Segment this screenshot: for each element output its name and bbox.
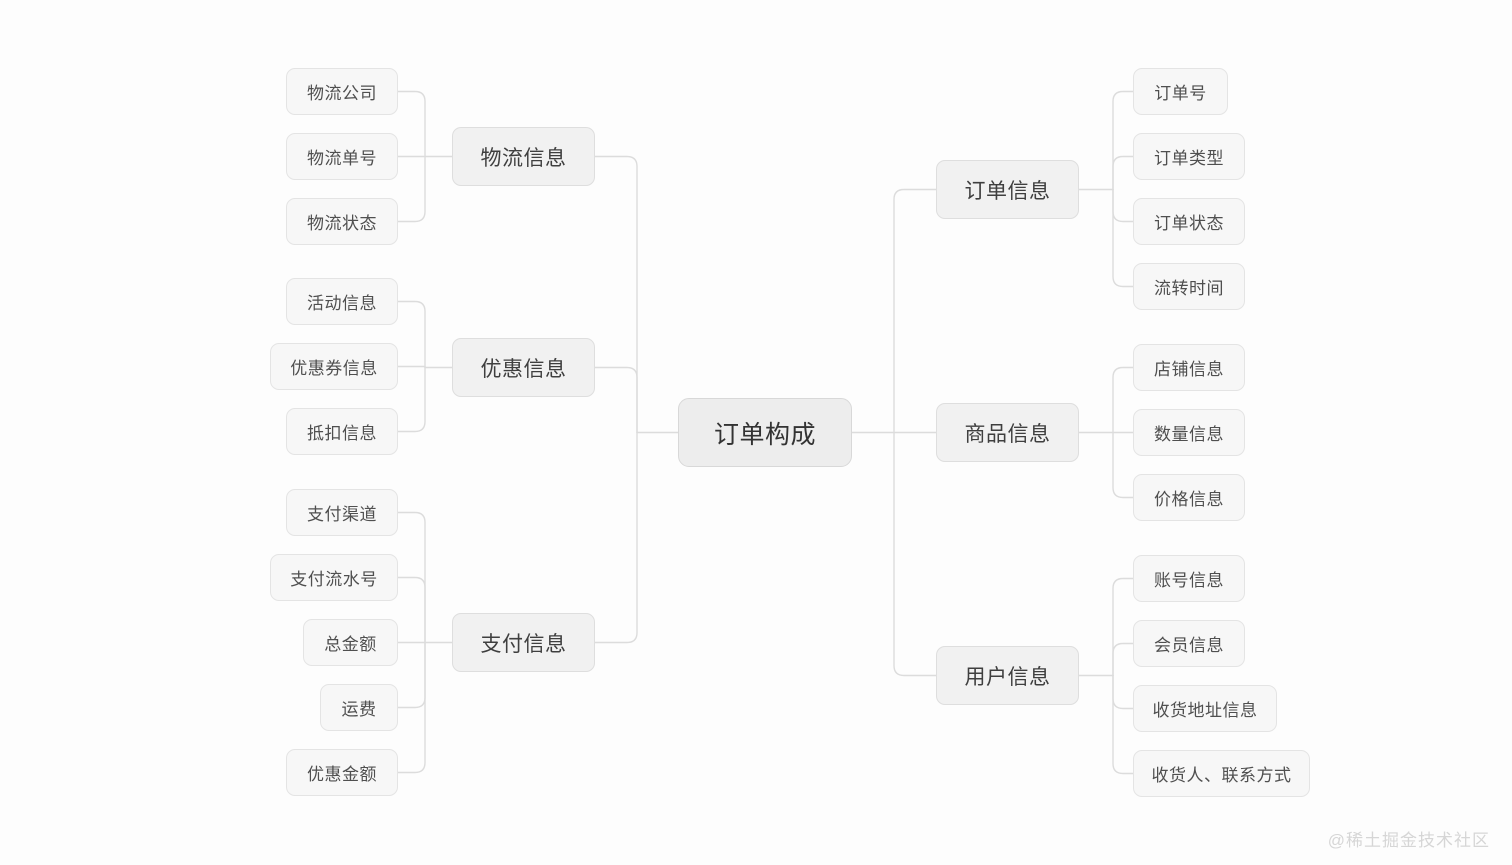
leaf-node-物流公司-label: 物流公司 bbox=[307, 84, 377, 103]
branch-node-支付信息[interactable]: 支付信息 bbox=[452, 613, 595, 672]
link-left-branch-0 bbox=[594, 155, 638, 434]
link-left-leaf-0-0 bbox=[397, 90, 426, 158]
branch-node-订单信息[interactable]: 订单信息 bbox=[936, 160, 1079, 219]
leaf-node-店铺信息[interactable]: 店铺信息 bbox=[1133, 344, 1245, 391]
branch-node-支付信息-label: 支付信息 bbox=[480, 632, 567, 656]
branch-node-商品信息-label: 商品信息 bbox=[964, 422, 1051, 446]
link-left-leaf-0-2 bbox=[397, 155, 426, 223]
branch-node-物流信息[interactable]: 物流信息 bbox=[452, 127, 595, 186]
leaf-node-支付流水号[interactable]: 支付流水号 bbox=[270, 554, 398, 601]
leaf-node-订单类型[interactable]: 订单类型 bbox=[1133, 133, 1245, 180]
leaf-node-抵扣信息[interactable]: 抵扣信息 bbox=[286, 408, 398, 455]
link-right-leaf-2-2 bbox=[1112, 674, 1134, 710]
leaf-node-总金额[interactable]: 总金额 bbox=[303, 619, 398, 666]
leaf-node-账号信息-label: 账号信息 bbox=[1154, 571, 1224, 590]
link-right-leaf-0-1 bbox=[1112, 155, 1134, 191]
leaf-node-活动信息-label: 活动信息 bbox=[307, 294, 377, 313]
leaf-node-活动信息[interactable]: 活动信息 bbox=[286, 278, 398, 325]
leaf-node-订单号[interactable]: 订单号 bbox=[1133, 68, 1228, 115]
link-right-branch-0 bbox=[893, 188, 937, 434]
leaf-node-账号信息[interactable]: 账号信息 bbox=[1133, 555, 1245, 602]
link-left-branch-2 bbox=[594, 431, 638, 644]
branch-node-用户信息-label: 用户信息 bbox=[964, 665, 1051, 689]
link-right-leaf-2-3 bbox=[1112, 674, 1134, 775]
link-right-leaf-2-0 bbox=[1112, 577, 1134, 677]
branch-node-用户信息[interactable]: 用户信息 bbox=[936, 646, 1079, 705]
leaf-node-优惠券信息-label: 优惠券信息 bbox=[290, 359, 378, 378]
link-left-leaf-2-3 bbox=[397, 641, 426, 709]
leaf-node-物流状态-label: 物流状态 bbox=[307, 214, 377, 233]
branch-node-物流信息-label: 物流信息 bbox=[480, 146, 567, 170]
leaf-node-订单状态-label: 订单状态 bbox=[1154, 214, 1224, 233]
leaf-node-订单类型-label: 订单类型 bbox=[1154, 149, 1224, 168]
leaf-node-价格信息[interactable]: 价格信息 bbox=[1133, 474, 1245, 521]
leaf-node-店铺信息-label: 店铺信息 bbox=[1154, 360, 1224, 379]
leaf-node-收货人、联系方式-label: 收货人、联系方式 bbox=[1151, 766, 1292, 785]
leaf-node-订单状态[interactable]: 订单状态 bbox=[1133, 198, 1245, 245]
leaf-node-价格信息-label: 价格信息 bbox=[1154, 490, 1224, 509]
link-right-leaf-2-1 bbox=[1112, 642, 1134, 677]
leaf-node-优惠金额-label: 优惠金额 bbox=[307, 765, 377, 784]
link-left-leaf-1-2 bbox=[397, 366, 426, 433]
leaf-node-优惠券信息[interactable]: 优惠券信息 bbox=[270, 343, 398, 390]
leaf-node-流转时间-label: 流转时间 bbox=[1154, 279, 1224, 298]
link-right-leaf-1-2 bbox=[1112, 431, 1134, 499]
leaf-node-物流状态[interactable]: 物流状态 bbox=[286, 198, 398, 245]
leaf-node-物流单号-label: 物流单号 bbox=[307, 149, 377, 168]
leaf-node-物流公司[interactable]: 物流公司 bbox=[286, 68, 398, 115]
link-left-leaf-2-0 bbox=[397, 511, 426, 644]
link-left-leaf-2-4 bbox=[397, 641, 426, 774]
leaf-node-优惠金额[interactable]: 优惠金额 bbox=[286, 749, 398, 796]
leaf-node-物流单号[interactable]: 物流单号 bbox=[286, 133, 398, 180]
branch-node-优惠信息[interactable]: 优惠信息 bbox=[452, 338, 595, 397]
leaf-node-数量信息[interactable]: 数量信息 bbox=[1133, 409, 1245, 456]
link-right-leaf-0-3 bbox=[1112, 188, 1134, 288]
watermark: @稀土掘金技术社区 bbox=[1327, 831, 1490, 850]
link-right-leaf-0-0 bbox=[1112, 90, 1134, 191]
link-left-leaf-1-0 bbox=[397, 300, 426, 369]
link-right-branch-2 bbox=[893, 431, 937, 677]
leaf-node-数量信息-label: 数量信息 bbox=[1154, 425, 1224, 444]
root-node[interactable]: 订单构成 bbox=[678, 398, 852, 467]
leaf-node-流转时间[interactable]: 流转时间 bbox=[1133, 263, 1245, 310]
link-left-branch-1 bbox=[594, 366, 638, 434]
leaf-node-收货地址信息-label: 收货地址信息 bbox=[1152, 701, 1258, 720]
branch-node-订单信息-label: 订单信息 bbox=[964, 179, 1051, 203]
branch-node-商品信息[interactable]: 商品信息 bbox=[936, 403, 1079, 462]
leaf-node-支付渠道-label: 支付渠道 bbox=[307, 505, 377, 524]
leaf-node-支付流水号-label: 支付流水号 bbox=[290, 570, 378, 589]
leaf-node-收货地址信息[interactable]: 收货地址信息 bbox=[1133, 685, 1277, 732]
leaf-node-抵扣信息-label: 抵扣信息 bbox=[307, 424, 377, 443]
link-left-leaf-2-1 bbox=[397, 576, 426, 644]
leaf-node-订单号-label: 订单号 bbox=[1154, 84, 1207, 103]
leaf-node-运费-label: 运费 bbox=[341, 700, 377, 719]
branch-node-优惠信息-label: 优惠信息 bbox=[480, 357, 567, 381]
root-node-label: 订单构成 bbox=[713, 420, 816, 449]
leaf-node-支付渠道[interactable]: 支付渠道 bbox=[286, 489, 398, 536]
leaf-node-总金额-label: 总金额 bbox=[324, 635, 377, 654]
leaf-node-会员信息-label: 会员信息 bbox=[1154, 636, 1224, 655]
leaf-node-会员信息[interactable]: 会员信息 bbox=[1133, 620, 1245, 667]
link-right-leaf-1-0 bbox=[1112, 366, 1134, 434]
leaf-node-运费[interactable]: 运费 bbox=[320, 684, 398, 731]
link-right-leaf-0-2 bbox=[1112, 188, 1134, 223]
leaf-node-收货人、联系方式[interactable]: 收货人、联系方式 bbox=[1133, 750, 1310, 797]
